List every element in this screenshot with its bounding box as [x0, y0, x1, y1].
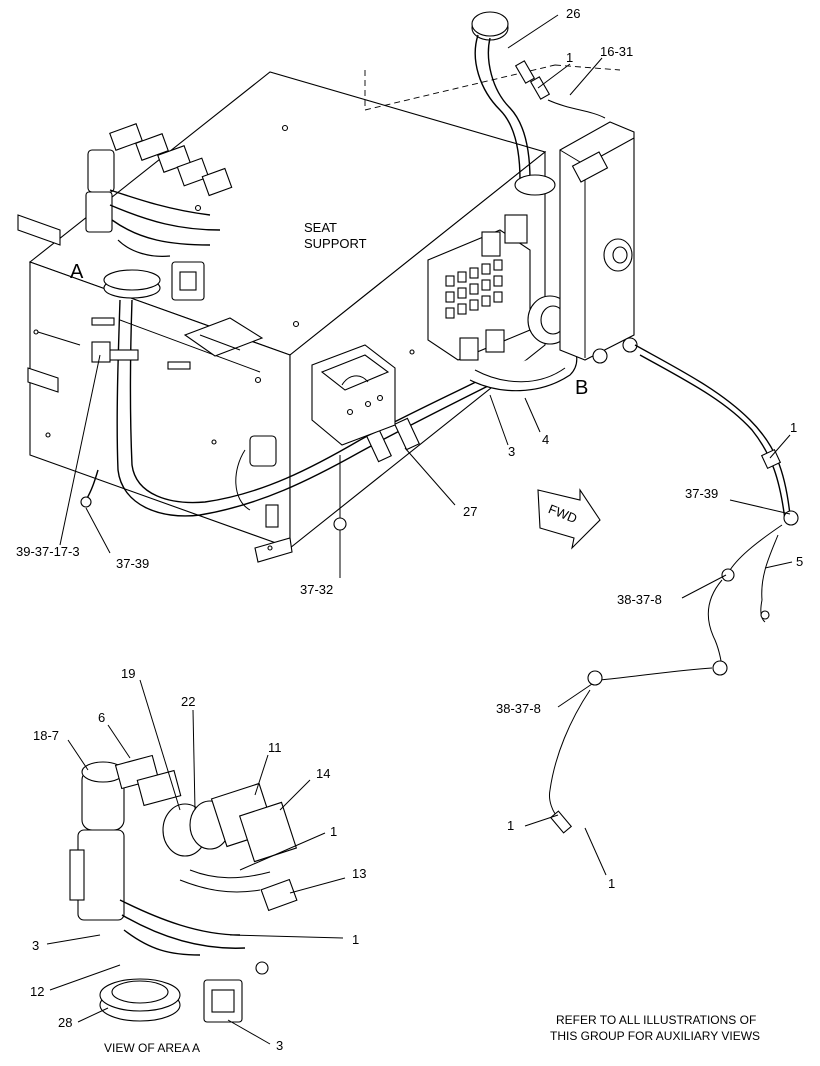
fuse-panel-area-b: [427, 214, 578, 392]
callout-6: 6: [98, 710, 105, 725]
callout-28: 28: [58, 1015, 72, 1030]
right-tail-harness: [549, 344, 799, 834]
auxiliary-note: REFER TO ALL ILLUSTRATIONS OF THIS GROUP…: [550, 1013, 760, 1043]
connector-block: [311, 344, 396, 446]
callout-3-main: 3: [508, 444, 515, 459]
right-enclosure: [559, 121, 638, 364]
callout-3-detail-bottom: 3: [276, 1038, 283, 1053]
callout-38-37-8-upper: 38-37-8: [617, 592, 662, 607]
callout-1-top: 1: [566, 50, 573, 65]
callout-5: 5: [796, 554, 803, 569]
callout-39-37-17-3: 39-37-17-3: [16, 544, 80, 559]
connector-cluster-area-a: [85, 123, 233, 301]
note-line-2: THIS GROUP FOR AUXILIARY VIEWS: [550, 1029, 760, 1043]
callout-12: 12: [30, 984, 44, 999]
main-view-labels: SEAT SUPPORT A B FWD 26 1 16-31 1 37-39 …: [16, 6, 803, 891]
callout-27: 27: [463, 504, 477, 519]
view-marker-a: A: [70, 261, 84, 283]
harness-main: [80, 299, 491, 531]
callout-22: 22: [181, 694, 195, 709]
callout-37-39-left: 37-39: [116, 556, 149, 571]
callout-1-detail-lower: 1: [352, 932, 359, 947]
callout-1-right: 1: [790, 420, 797, 435]
callout-18-7: 18-7: [33, 728, 59, 743]
callout-1-detail-upper: 1: [330, 824, 337, 839]
callout-37-39-right: 37-39: [685, 486, 718, 501]
callout-14: 14: [316, 766, 330, 781]
callout-11: 11: [268, 740, 282, 755]
callout-16-31: 16-31: [600, 44, 633, 59]
leader-lines: [46, 14, 793, 1045]
callout-1-tail-bottom: 1: [608, 876, 615, 891]
seat-support-label-line2: SUPPORT: [304, 236, 367, 251]
callout-38-37-8-lower: 38-37-8: [496, 701, 541, 716]
upper-harness-loop: [471, 11, 606, 196]
detail-view-caption: VIEW OF AREA A: [104, 1041, 200, 1055]
callout-37-32: 37-32: [300, 582, 333, 597]
note-line-1: REFER TO ALL ILLUSTRATIONS OF: [556, 1013, 756, 1027]
callout-26: 26: [566, 6, 580, 21]
callout-3-detail-left: 3: [32, 938, 39, 953]
view-marker-b: B: [575, 377, 588, 399]
callout-4: 4: [542, 432, 549, 447]
seat-support-label-line1: SEAT: [304, 220, 337, 235]
callout-13: 13: [352, 866, 366, 881]
forward-direction-arrow: [537, 488, 601, 550]
detail-view-labels: 19 22 6 18-7 11 14 1 13 1 3 12 28 3 VIEW…: [30, 666, 366, 1055]
callout-1-tail-left: 1: [507, 818, 514, 833]
callout-19: 19: [121, 666, 135, 681]
detail-view-a: [69, 754, 298, 1023]
